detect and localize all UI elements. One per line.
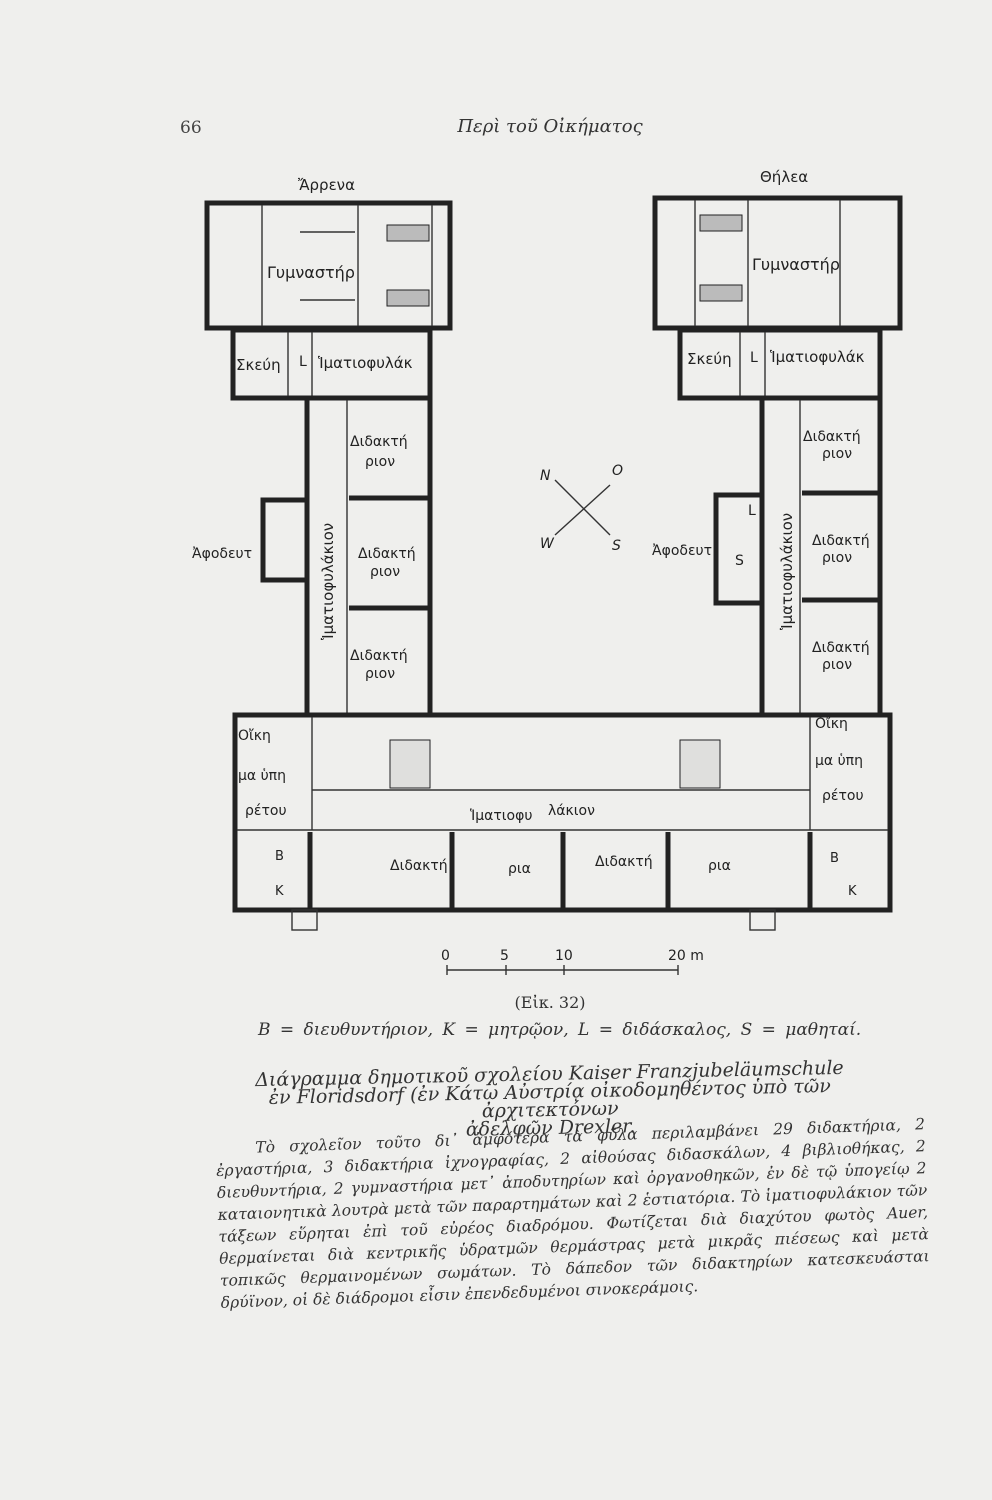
corridor-label-left: Ἱματιοφυλάκιον <box>319 523 337 640</box>
toilet-label-right: Ἀφοδευτ <box>652 543 712 559</box>
page-number: 66 <box>180 118 202 138</box>
gym-label-right: Γυμναστήρ <box>752 255 840 274</box>
archive-label: K <box>275 884 284 899</box>
compass-icon: N O W S <box>540 463 623 554</box>
dwelling-label: ρέτου <box>245 803 287 819</box>
student-toilet-label: S <box>735 553 744 569</box>
compass-o: O <box>612 463 623 479</box>
teacher-toilet-right: L <box>750 350 758 366</box>
floor-plan: Ἄρρενα Θήλεα Γυμναστήρ Σκεύη L Ἱματιοφυλ… <box>192 168 903 975</box>
corridor-label-right: Ἱματιοφυλάκιον <box>778 513 796 630</box>
right-wing: Γυμναστήρ Σκεύη L Ἱματιοφυλάκ Διδακτή ρι… <box>652 195 903 718</box>
teacher-toilet-left: L <box>299 354 307 370</box>
figure-number: (Εἰκ. 32) <box>514 993 586 1012</box>
running-head: Περὶ τοῦ Οἰκήματος <box>457 116 643 137</box>
compass-w: W <box>540 536 555 552</box>
cloakroom-label-right: Ἱματιοφυλάκ <box>770 348 865 366</box>
classroom-label: ρια <box>708 858 731 874</box>
storage-label-left: Σκεύη <box>236 356 281 374</box>
dwelling-label: μα ὑπη <box>815 753 863 769</box>
dwelling-label: ρέτου <box>822 788 864 804</box>
archive-label: K <box>848 884 857 899</box>
gym-label-left: Γυμναστήρ <box>267 263 355 282</box>
wing-label-boys: Ἄρρενα <box>298 176 355 194</box>
classroom-label: ριον <box>370 564 400 580</box>
bottom-corridor-label: λάκιον <box>548 803 595 819</box>
classroom-label: ριον <box>365 666 395 682</box>
bottom-block: Οἴκη μα ὑπη ρέτου Οἴκη μα ὑπη ρέτου Ἱματ… <box>232 712 893 931</box>
figure-legend: B = διευθυντήριον, K = μητρῷον, L = διδά… <box>258 1020 862 1040</box>
classroom-label: ριον <box>822 446 852 462</box>
classroom-label: Διδακτή <box>595 854 653 870</box>
teacher-toilet-label: L <box>748 503 756 519</box>
classroom-label: ριον <box>822 657 852 673</box>
cloakroom-label-left: Ἱματιοφυλάκ <box>318 354 413 372</box>
director-label: B <box>830 851 839 866</box>
director-label: B <box>275 849 284 864</box>
scale-tick: 5 <box>500 948 509 964</box>
dwelling-label: Οἴκη <box>815 716 848 732</box>
dwelling-label: μα ὑπη <box>238 768 286 784</box>
classroom-label: Διδακτή <box>350 434 408 450</box>
body-paragraph: Τὸ σχολεῖον τοῦτο δι᾽ ἀμφότερα τὰ φῦλα π… <box>215 1115 930 1312</box>
scale-tick: 0 <box>441 948 450 964</box>
classroom-label: ριον <box>365 454 395 470</box>
classroom-label: ρια <box>508 861 531 877</box>
toilet-label-left: Ἀφοδευτ <box>192 546 252 562</box>
classroom-label: Διδακτή <box>803 429 861 445</box>
classroom-label: Διδακτή <box>812 640 870 656</box>
wing-label-girls: Θήλεα <box>760 168 808 186</box>
classroom-label: Διδακτή <box>358 546 416 562</box>
compass-s: S <box>612 538 621 554</box>
dwelling-label: Οἴκη <box>238 728 271 744</box>
compass-n: N <box>540 468 551 484</box>
bottom-corridor-label: Ἱματιοφυ <box>470 808 532 824</box>
classroom-label: ριον <box>822 550 852 566</box>
scale-tick: 20 m <box>668 948 704 964</box>
left-wing: Γυμναστήρ Σκεύη L Ἱματιοφυλάκ Διδακτή ρι… <box>192 200 453 718</box>
classroom-label: Διδακτή <box>812 533 870 549</box>
scale-tick: 10 <box>555 948 573 964</box>
classroom-label: Διδακτή <box>350 648 408 664</box>
classroom-label: Διδακτή <box>390 858 448 874</box>
storage-label-right: Σκεύη <box>687 350 732 368</box>
scale-bar: 0 5 10 20 m <box>441 948 704 975</box>
